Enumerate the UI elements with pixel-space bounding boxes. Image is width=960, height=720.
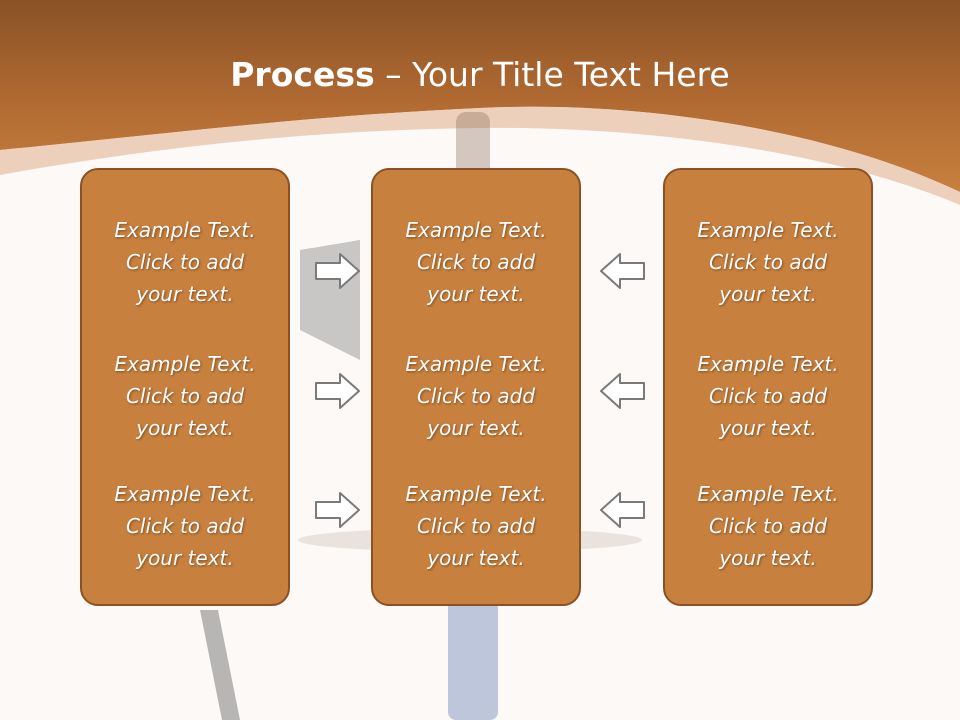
arrow-right-icon[interactable] [314,371,362,411]
text-placeholder[interactable]: Example Text. Click to add your text. [82,214,288,310]
text-line: your text. [136,416,234,440]
text-line: Example Text. [405,218,547,242]
text-line: Click to add [125,514,245,538]
text-line: Example Text. [697,218,839,242]
slide-title[interactable]: Process – Your Title Text Here [0,52,960,98]
text-placeholder[interactable]: Example Text. Click to add your text. [373,214,579,310]
text-line: your text. [136,282,234,306]
text-line: Click to add [416,250,536,274]
text-placeholder[interactable]: Example Text. Click to add your text. [82,478,288,574]
title-bold: Process [230,55,375,94]
text-line: Click to add [708,384,828,408]
header-band [0,0,960,192]
text-line: your text. [427,546,525,570]
text-line: your text. [719,416,817,440]
arrow-left-icon[interactable] [598,371,646,411]
title-text: Your Title Text Here [412,55,730,94]
text-line: Example Text. [114,352,256,376]
text-line: Click to add [416,514,536,538]
title-dash: – [374,55,413,94]
text-line: Click to add [416,384,536,408]
text-placeholder[interactable]: Example Text. Click to add your text. [373,348,579,444]
text-line: Example Text. [405,482,547,506]
text-line: Example Text. [114,218,256,242]
process-box-right[interactable]: Example Text. Click to add your text. Ex… [663,168,873,606]
text-placeholder[interactable]: Example Text. Click to add your text. [665,214,871,310]
text-line: your text. [719,282,817,306]
header-swoosh [0,106,960,205]
text-placeholder[interactable]: Example Text. Click to add your text. [373,478,579,574]
text-line: your text. [136,546,234,570]
arrow-right-icon[interactable] [314,490,362,530]
text-placeholder[interactable]: Example Text. Click to add your text. [665,348,871,444]
text-line: Example Text. [697,352,839,376]
text-placeholder[interactable]: Example Text. Click to add your text. [82,348,288,444]
text-line: your text. [427,282,525,306]
text-line: Example Text. [405,352,547,376]
arrow-right-icon[interactable] [314,251,362,291]
text-line: Click to add [708,250,828,274]
text-line: your text. [719,546,817,570]
text-line: Example Text. [697,482,839,506]
arrow-left-icon[interactable] [598,251,646,291]
text-line: Example Text. [114,482,256,506]
process-box-left[interactable]: Example Text. Click to add your text. Ex… [80,168,290,606]
text-placeholder[interactable]: Example Text. Click to add your text. [665,478,871,574]
text-line: your text. [427,416,525,440]
text-line: Click to add [125,384,245,408]
process-box-middle[interactable]: Example Text. Click to add your text. Ex… [371,168,581,606]
text-line: Click to add [708,514,828,538]
arrow-left-icon[interactable] [598,490,646,530]
text-line: Click to add [125,250,245,274]
